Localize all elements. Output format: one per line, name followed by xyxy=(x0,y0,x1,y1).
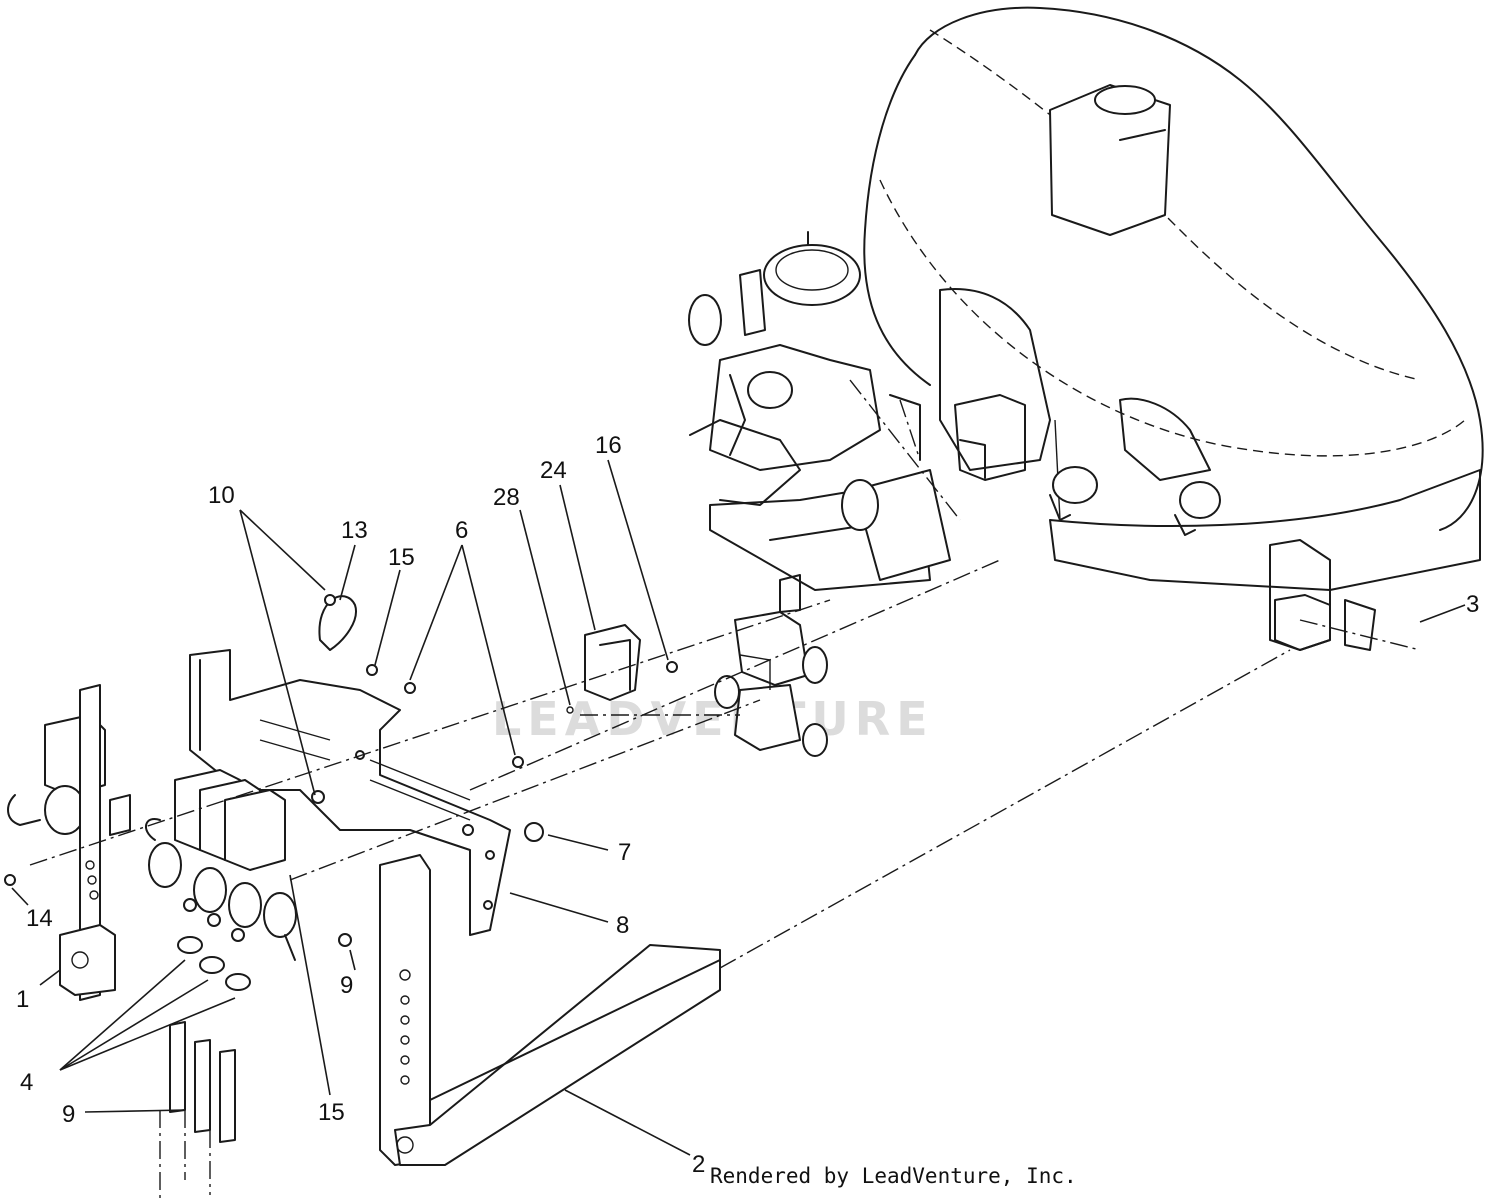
master-valve-bracket xyxy=(4,684,131,1001)
boom-frame xyxy=(338,854,721,1166)
alignment-lines xyxy=(29,379,1421,969)
callout-28: 28 xyxy=(493,484,520,511)
callout-10: 9 xyxy=(340,972,353,999)
mounting-plate xyxy=(189,594,544,936)
callout-7: 7 xyxy=(618,839,631,866)
pump-assembly xyxy=(688,231,951,613)
callout-6: 6 xyxy=(455,517,468,544)
spray-tank xyxy=(863,6,1484,591)
callout-13: 10 xyxy=(208,482,235,509)
render-credit: Rendered by LeadVenture, Inc. xyxy=(710,1164,1077,1188)
callout-1: 1 xyxy=(16,986,29,1013)
tank-frame xyxy=(954,394,1376,651)
section-valves xyxy=(145,769,297,961)
callout-15-right: 15 xyxy=(318,1099,345,1126)
leader-lines xyxy=(11,459,1466,1156)
callout-8: 8 xyxy=(616,912,629,939)
callout-4: 4 xyxy=(20,1069,33,1096)
callout-labels: 10 13 15 6 28 24 16 3 7 8 9 14 1 4 8 9 1… xyxy=(16,432,1479,1178)
callout-3: 3 xyxy=(1466,591,1479,618)
callout-16-left: 15 xyxy=(388,544,415,571)
watermark: LEADVENTURE xyxy=(492,692,934,746)
callout-2: 2 xyxy=(692,1151,705,1178)
callout-24: 24 xyxy=(540,457,567,484)
bracket-24 xyxy=(566,624,678,714)
hoses xyxy=(159,936,251,1200)
callout-16-right: 16 xyxy=(595,432,622,459)
valve-manifold xyxy=(714,611,828,757)
callout-14: 13 xyxy=(341,517,368,544)
callout-15-left: 14 xyxy=(26,905,53,932)
callout-9-text: 9 xyxy=(62,1101,75,1128)
